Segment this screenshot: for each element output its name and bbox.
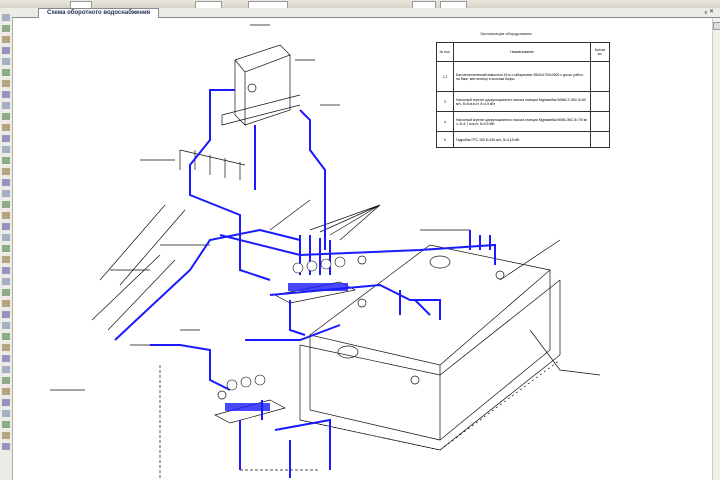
pump-units bbox=[225, 283, 348, 411]
tool-icon[interactable] bbox=[2, 234, 10, 241]
tool-icon[interactable] bbox=[2, 289, 10, 296]
tool-icon[interactable] bbox=[2, 25, 10, 32]
tool-icon[interactable] bbox=[2, 212, 10, 219]
tool-icon[interactable] bbox=[2, 366, 10, 373]
pipelines bbox=[114, 89, 496, 478]
tool-icon[interactable] bbox=[2, 267, 10, 274]
tool-icon[interactable] bbox=[2, 432, 10, 439]
header-qty: Кол-во шт. bbox=[590, 42, 610, 62]
tool-icon[interactable] bbox=[2, 80, 10, 87]
tool-icon[interactable] bbox=[2, 333, 10, 340]
drawing-canvas[interactable] bbox=[13, 18, 713, 480]
tool-icon[interactable] bbox=[2, 14, 10, 21]
tool-icon[interactable] bbox=[2, 388, 10, 395]
tool-icon[interactable] bbox=[2, 322, 10, 329]
tanks-outline bbox=[50, 24, 601, 478]
tool-icon[interactable] bbox=[2, 278, 10, 285]
tool-icon[interactable] bbox=[2, 58, 10, 65]
tool-icon[interactable] bbox=[2, 223, 10, 230]
tab-document[interactable]: Схема оборотного водоснабжения bbox=[38, 8, 160, 18]
tool-icon[interactable] bbox=[2, 300, 10, 307]
tool-icon[interactable] bbox=[2, 399, 10, 406]
close-icon[interactable]: ✕ bbox=[708, 9, 714, 15]
tool-icon[interactable] bbox=[2, 146, 10, 153]
vertical-scrollbar[interactable] bbox=[712, 18, 720, 480]
tool-icon[interactable] bbox=[2, 410, 10, 417]
explication-title: Экспликация оборудования bbox=[480, 31, 532, 36]
tool-icon[interactable] bbox=[2, 377, 10, 384]
tool-icon[interactable] bbox=[2, 344, 10, 351]
tool-icon[interactable] bbox=[2, 113, 10, 120]
tool-icon[interactable] bbox=[2, 256, 10, 263]
tool-icon[interactable] bbox=[2, 47, 10, 54]
header-name: Наименование bbox=[453, 42, 591, 62]
tool-icon[interactable] bbox=[2, 190, 10, 197]
pump-motors bbox=[226, 256, 346, 391]
tool-icon[interactable] bbox=[2, 421, 10, 428]
tool-icon[interactable] bbox=[2, 168, 10, 175]
tool-icon[interactable] bbox=[2, 102, 10, 109]
header-pos: № поз. bbox=[436, 42, 454, 62]
tool-icon[interactable] bbox=[2, 245, 10, 252]
tool-icon[interactable] bbox=[2, 36, 10, 43]
tool-icon[interactable] bbox=[2, 69, 10, 76]
tool-icon[interactable] bbox=[2, 135, 10, 142]
tool-icon[interactable] bbox=[2, 355, 10, 362]
tool-icon[interactable] bbox=[2, 124, 10, 131]
tool-icon[interactable] bbox=[2, 201, 10, 208]
tool-icon[interactable] bbox=[2, 157, 10, 164]
tool-icon[interactable] bbox=[2, 91, 10, 98]
scroll-up-button[interactable] bbox=[713, 22, 720, 30]
pin-icon[interactable]: ᵩ bbox=[704, 9, 708, 15]
document-tab-bar: Схема оборотного водоснабжения ᵩ ✕ bbox=[12, 8, 720, 18]
tool-icon[interactable] bbox=[2, 179, 10, 186]
left-tool-palette: for(let i=0;i<40;i++){document.write('<d… bbox=[0, 8, 13, 480]
tool-icon[interactable] bbox=[2, 311, 10, 318]
tool-icon[interactable] bbox=[2, 443, 10, 450]
